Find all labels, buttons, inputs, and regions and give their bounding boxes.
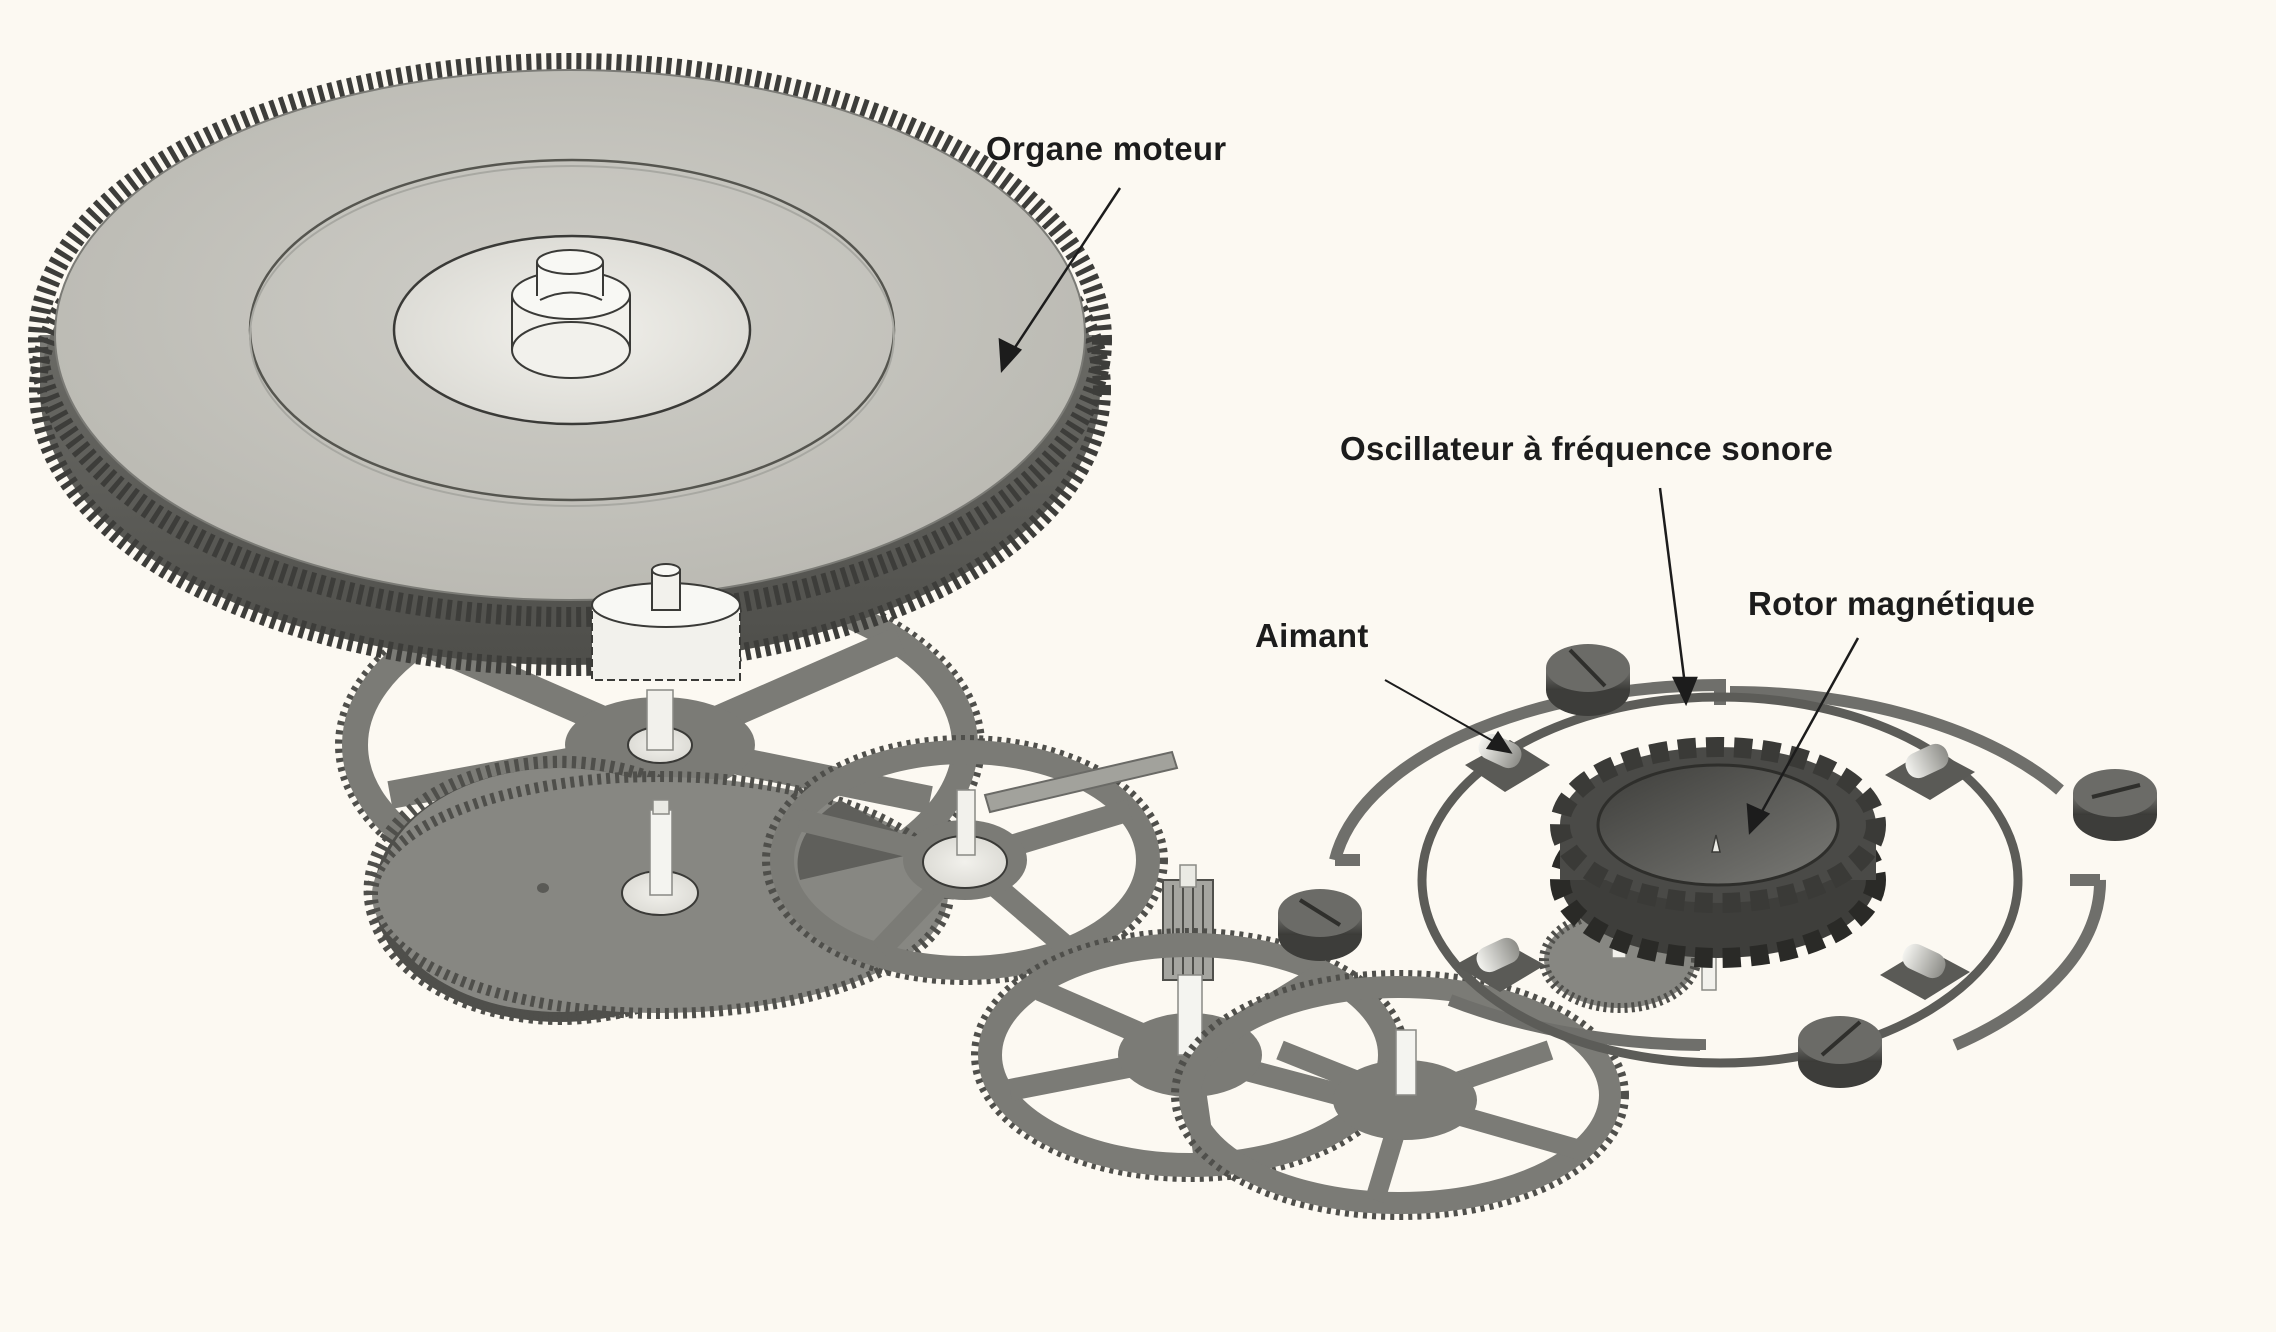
- magnet-bottom-right: [1880, 943, 1970, 1000]
- pinion: [1162, 864, 1214, 981]
- label-aimant: Aimant: [1255, 617, 1369, 654]
- leader-lines: [998, 187, 1860, 835]
- screw-right: [2073, 769, 2157, 841]
- fourth-wheel: [762, 735, 1179, 985]
- label-organe-moteur: Organe moteur: [986, 130, 1227, 167]
- label-rotor-magnetique: Rotor magnétique: [1748, 585, 2036, 622]
- screw-left: [1278, 889, 1362, 961]
- barrel-arbor: [511, 249, 631, 379]
- escape-wheel-b: [1171, 970, 1629, 1220]
- magnet-top-right: [1885, 743, 1975, 800]
- oscillator: [1278, 644, 2157, 1088]
- label-oscillateur: Oscillateur à fréquence sonore: [1340, 430, 1834, 467]
- screw-top-left: [1546, 644, 1630, 716]
- wheel-train: [335, 563, 1629, 1220]
- magnet-bottom-left: [1455, 937, 1545, 992]
- barrel-pinion: [591, 563, 741, 681]
- third-wheel: [363, 755, 954, 1026]
- screw-bottom: [1798, 1016, 1882, 1088]
- arrow-organe-moteur: [998, 187, 1122, 374]
- arrow-aimant: [1384, 679, 1513, 754]
- barrel-organe-moteur: [28, 53, 1112, 676]
- arrow-rotor: [1746, 637, 1860, 835]
- magnetic-rotor: [1550, 737, 1886, 968]
- arrow-oscillateur: [1658, 487, 1698, 707]
